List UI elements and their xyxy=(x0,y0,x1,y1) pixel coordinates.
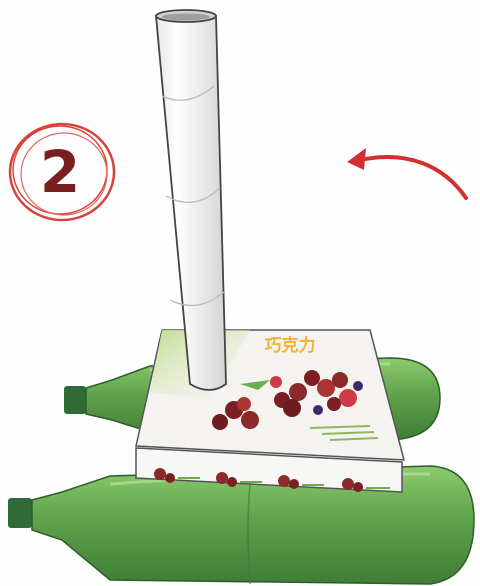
rotation-arrow-icon xyxy=(347,148,466,198)
step-number: 2 xyxy=(40,138,80,206)
chocolate-box-icon: 巧克力 xyxy=(136,330,404,492)
step-badge-icon: 2 xyxy=(10,124,114,220)
box-label: 巧克力 xyxy=(265,335,316,356)
